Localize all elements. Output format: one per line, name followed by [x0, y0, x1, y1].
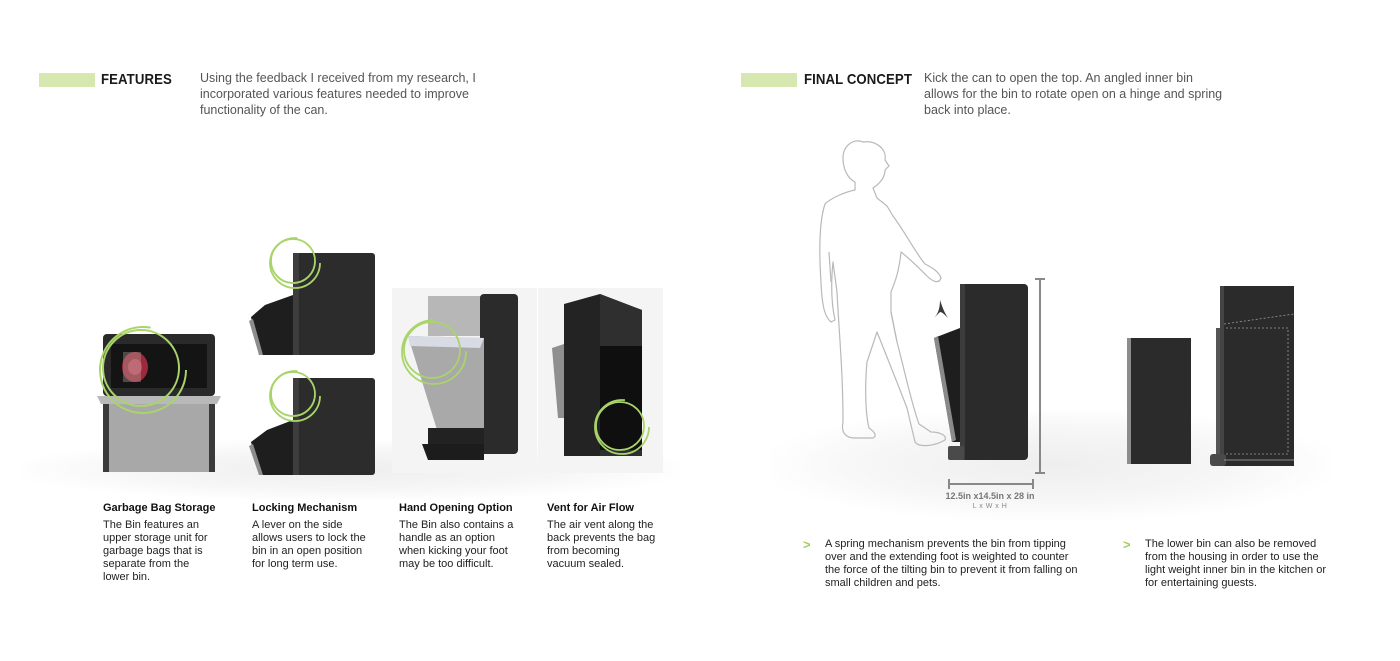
feature-title: Garbage Bag Storage — [103, 502, 216, 514]
features-title: FEATURES — [101, 71, 172, 88]
final-concept-accent-bar — [741, 73, 797, 87]
feature-title: Locking Mechanism — [252, 502, 358, 514]
feature-body: The Bin also contains a handle as an opt… — [399, 519, 514, 570]
final-concept-bin-render — [934, 284, 1028, 460]
hand-opening-render — [392, 288, 537, 473]
final-concept-title: FINAL CONCEPT — [804, 71, 912, 88]
width-dimension-line — [948, 479, 1034, 489]
dimensions-value: 12.5in x14.5in x 28 in — [945, 491, 1035, 501]
dimensions-label: L x W x H — [972, 503, 1008, 510]
locking-mechanism-render-bottom — [249, 370, 375, 475]
bullet-text: A spring mechanism prevents the bin from… — [825, 538, 1078, 589]
feature-title: Vent for Air Flow — [547, 502, 634, 514]
bullet-text: The lower bin can also be removed from t… — [1145, 538, 1326, 589]
feature-vent-air-flow: Vent for Air Flow The air vent along the… — [547, 502, 677, 571]
feature-locking-mechanism: Locking Mechanism A lever on the side al… — [252, 502, 382, 571]
feature-hand-opening-option: Hand Opening Option The Bin also contain… — [399, 502, 529, 571]
final-concept-bullet-spring: > A spring mechanism prevents the bin fr… — [803, 538, 1078, 590]
height-dimension-line — [1035, 278, 1045, 474]
garbage-bag-storage-render — [97, 326, 221, 472]
feature-body: The air vent along the back prevents the… — [547, 519, 656, 570]
final-concept-bullet-removable: > The lower bin can also be removed from… — [1123, 538, 1338, 590]
person-silhouette-illustration — [819, 140, 946, 447]
arrow-bullet-icon: > — [1123, 537, 1131, 552]
banana-peel-icon — [934, 300, 948, 318]
bin-housing-render — [1210, 286, 1295, 466]
features-accent-bar — [39, 73, 95, 87]
features-intro: Using the feedback I received from my re… — [200, 71, 476, 117]
final-concept-intro: Kick the can to open the top. An angled … — [924, 71, 1223, 117]
air-vent-render — [538, 288, 663, 473]
locking-mechanism-render-top — [249, 237, 375, 355]
feature-body: The Bin features an upper storage unit f… — [103, 519, 208, 583]
feature-garbage-bag-storage: Garbage Bag Storage The Bin features an … — [103, 502, 233, 584]
feature-body: A lever on the side allows users to lock… — [252, 519, 366, 570]
removable-inner-bin-render — [1127, 338, 1191, 464]
feature-title: Hand Opening Option — [399, 502, 513, 514]
arrow-bullet-icon: > — [803, 537, 811, 552]
